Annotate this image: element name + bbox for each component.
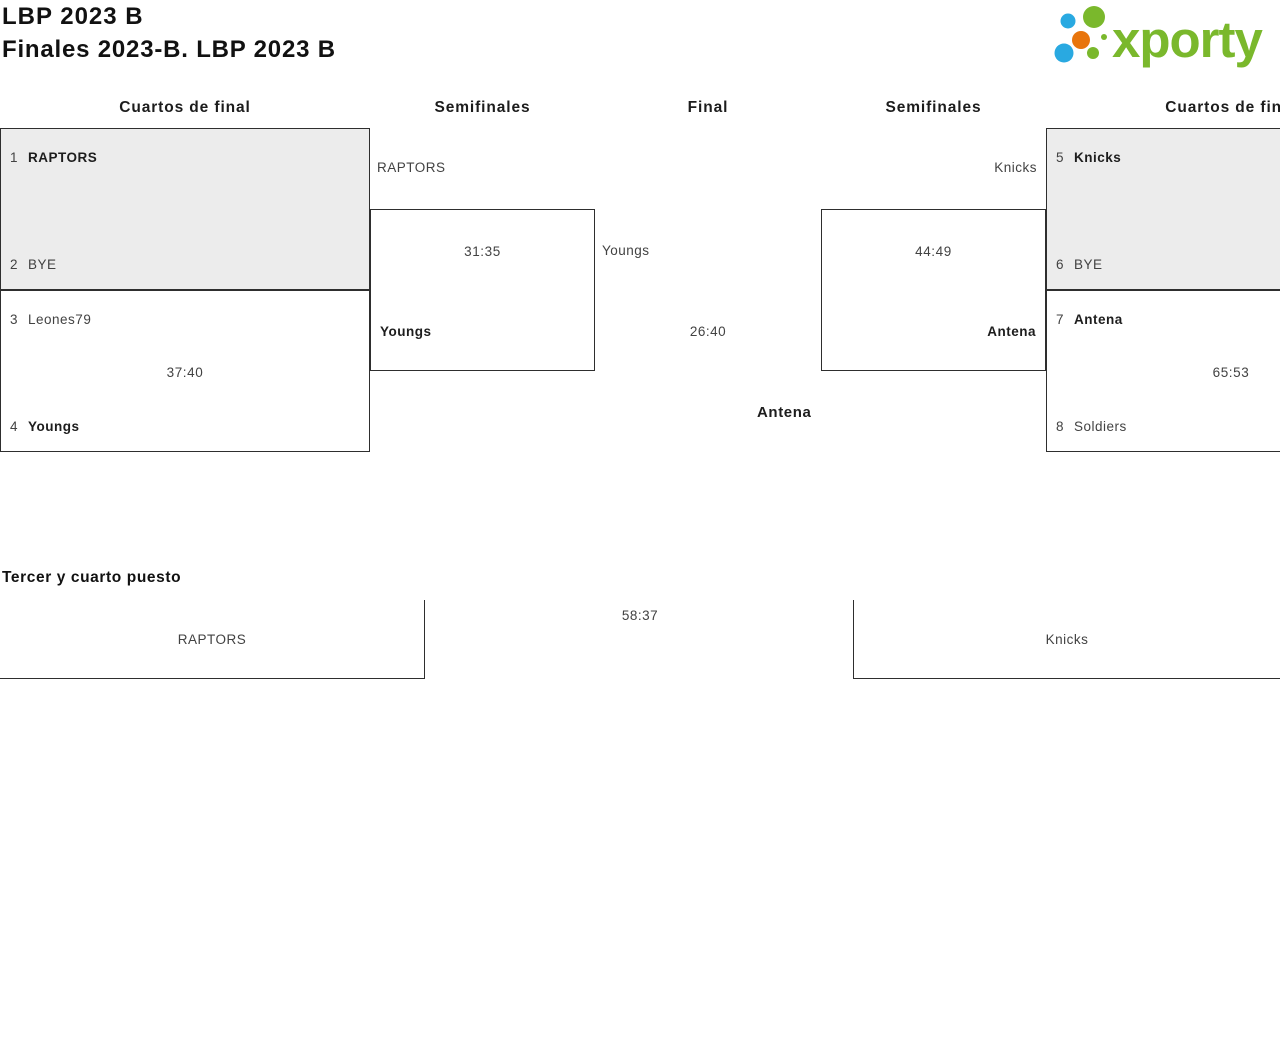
team-name: Leones79: [28, 312, 92, 327]
round-header-quarterfinals-right: Cuartos de final: [1165, 99, 1280, 116]
match-score: 37:40: [166, 365, 204, 380]
team-seed: 4: [10, 419, 19, 434]
team-name: BYE: [28, 257, 57, 272]
match-score: 44:49: [915, 244, 952, 259]
team-name: Knicks: [1045, 631, 1089, 647]
team-seed: 1: [10, 150, 19, 165]
team-row: Youngs: [380, 324, 585, 339]
round-header-semifinals-right: Semifinales: [885, 99, 982, 116]
team-seed: 2: [10, 257, 19, 272]
final-score: 26:40: [689, 324, 727, 339]
team-row: 6 BYE: [1056, 257, 1280, 272]
page-subtitle: Finales 2023-B. LBP 2023 B: [2, 36, 336, 63]
team-name: Knicks: [1074, 150, 1122, 165]
match-semifinal-right[interactable]: 44:49 Antena: [821, 209, 1046, 371]
match-quarterfinal-left-2[interactable]: 3 Leones79 37:40 4 Youngs: [0, 290, 370, 452]
logo-dot-blue-small: [1060, 13, 1076, 29]
team-row: 8 Soldiers: [1056, 419, 1280, 434]
team-name: BYE: [1074, 257, 1103, 272]
third-place-heading: Tercer y cuarto puesto: [2, 569, 182, 586]
round-header-semifinals-left: Semifinales: [434, 99, 531, 116]
match-quarterfinal-right-2[interactable]: 7 Antena 65:53 8 Soldiers: [1046, 290, 1280, 452]
team-name: Antena: [1074, 312, 1123, 327]
round-header-quarterfinals-left: Cuartos de final: [119, 99, 251, 116]
logo-dot-green-large: [1083, 6, 1105, 28]
semifinal-right-team1-label: Knicks: [994, 160, 1037, 175]
logo-dot-green-small: [1087, 47, 1099, 59]
team-seed: 5: [1056, 150, 1065, 165]
team-row: 7 Antena: [1056, 312, 1280, 327]
xporty-logo[interactable]: xporty: [1048, 0, 1280, 75]
team-name: Antena: [987, 324, 1036, 339]
team-name: RAPTORS: [28, 150, 98, 165]
match-quarterfinal-right-1[interactable]: 5 Knicks 6 BYE: [1046, 128, 1280, 290]
team-row: 5 Knicks: [1056, 150, 1280, 165]
team-name: Youngs: [28, 419, 80, 434]
team-seed: 6: [1056, 257, 1065, 272]
page-title: LBP 2023 B: [2, 3, 144, 30]
team-name: Youngs: [380, 324, 432, 339]
logo-dot-orange: [1072, 31, 1090, 49]
logo-dot-blue-large: [1054, 43, 1074, 63]
match-semifinal-left[interactable]: 31:35 Youngs: [370, 209, 595, 371]
team-row: 3 Leones79: [10, 312, 360, 327]
team-seed: 8: [1056, 419, 1065, 434]
team-name: RAPTORS: [177, 631, 247, 647]
third-place-team1-cell[interactable]: RAPTORS: [0, 600, 425, 679]
final-team1-label: Youngs: [602, 243, 650, 258]
team-row: 1 RAPTORS: [10, 150, 360, 165]
round-header-final: Final: [687, 99, 729, 116]
third-place-team2-cell[interactable]: Knicks: [853, 600, 1280, 679]
team-row: Antena: [831, 324, 1036, 339]
match-quarterfinal-left-1[interactable]: 1 RAPTORS 2 BYE: [0, 128, 370, 290]
tournament-winner-label: Antena: [757, 404, 812, 421]
match-score: 65:53: [1212, 365, 1250, 380]
team-name: Soldiers: [1074, 419, 1127, 434]
logo-text: xporty: [1112, 11, 1264, 68]
semifinal-left-team1-label: RAPTORS: [377, 160, 446, 175]
team-seed: 3: [10, 312, 19, 327]
team-row: 4 Youngs: [10, 419, 360, 434]
logo-dot-green-tiny: [1101, 34, 1107, 40]
team-row: 2 BYE: [10, 257, 360, 272]
team-seed: 7: [1056, 312, 1065, 327]
match-score: 31:35: [464, 244, 501, 259]
third-place-score: 58:37: [621, 608, 659, 623]
